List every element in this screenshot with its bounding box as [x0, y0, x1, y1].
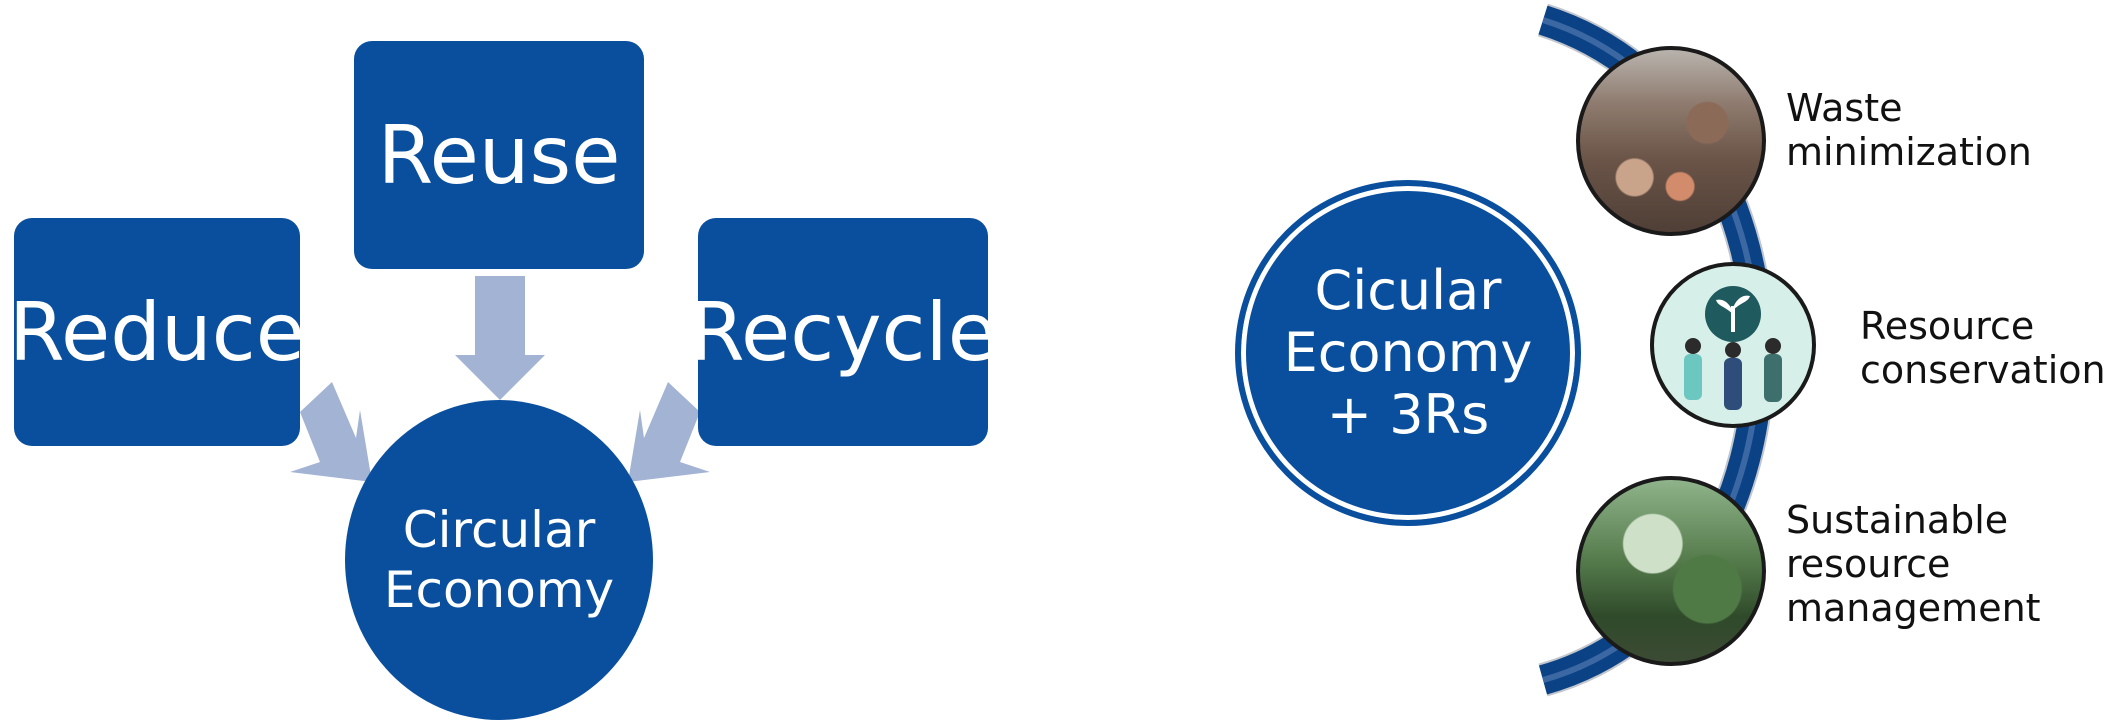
- forest-photo-icon: [1576, 476, 1766, 666]
- recycle-label: Recycle: [689, 285, 997, 379]
- waste-line1: Waste: [1786, 86, 1903, 130]
- cicular-economy-3rs-circle: Cicular Economy + 3Rs: [1235, 180, 1581, 526]
- cicular-line1: Cicular: [1314, 259, 1502, 322]
- recycle-box: Recycle: [689, 218, 997, 446]
- arrow-reuse: [455, 276, 545, 400]
- waste-minimization-label: Waste minimization: [1786, 86, 2032, 174]
- cicular-line3: + 3Rs: [1326, 383, 1490, 446]
- resource-line1: Resource: [1860, 304, 2035, 348]
- reuse-label: Reuse: [377, 108, 621, 202]
- cicular-line2: Economy: [1283, 321, 1533, 384]
- reduce-label: Reduce: [9, 285, 305, 379]
- resource-line2: conservation: [1860, 348, 2106, 392]
- reuse-box: Reuse: [354, 41, 644, 269]
- circular-economy-circle: Circular Economy: [345, 400, 653, 720]
- sustainable-line1: Sustainable: [1786, 498, 2009, 542]
- sustainable-line2: resource: [1786, 542, 1951, 586]
- waste-line2: minimization: [1786, 130, 2032, 174]
- landfill-photo-icon: [1576, 46, 1766, 236]
- arrow-reduce: [290, 382, 372, 482]
- sustainable-line3: management: [1786, 586, 2041, 630]
- sustainable-resource-management-label: Sustainable resource management: [1786, 498, 2041, 630]
- circular-economy-line2: Economy: [383, 561, 615, 619]
- circular-economy-line1: Circular: [402, 501, 596, 559]
- reduce-box: Reduce: [9, 218, 305, 446]
- arrow-recycle: [628, 382, 710, 482]
- resource-conservation-label: Resource conservation: [1860, 304, 2106, 392]
- plant-people-illustration-icon: [1650, 262, 1816, 428]
